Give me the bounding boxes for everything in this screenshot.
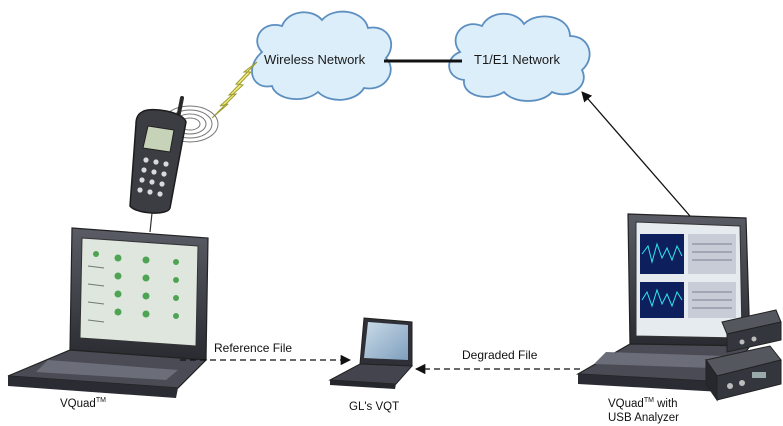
t1e1-network-label: T1/E1 Network (474, 52, 560, 67)
wireless-network-cloud (251, 10, 392, 101)
lightning-bolt-icon (211, 61, 258, 119)
uplink-arrow (581, 91, 691, 217)
left-laptop-label: VQuadTM (60, 397, 106, 410)
right-laptop-vquad-usb (575, 213, 752, 392)
usb-analyzer-icon (705, 309, 782, 402)
wireless-network-label: Wireless Network (264, 52, 366, 67)
reference-file-label: Reference File (214, 341, 293, 355)
center-laptop-label: GL's VQT (349, 401, 400, 413)
phone-cable (149, 212, 153, 233)
center-laptop-vqt (328, 317, 414, 389)
degraded-file-label: Degraded File (462, 348, 538, 362)
t1e1-network-cloud (448, 12, 591, 102)
right-laptop-label: VQuadTM with USB Analyzer (608, 397, 679, 424)
mobile-phone-icon (129, 96, 187, 214)
left-laptop-vquad (7, 227, 209, 398)
